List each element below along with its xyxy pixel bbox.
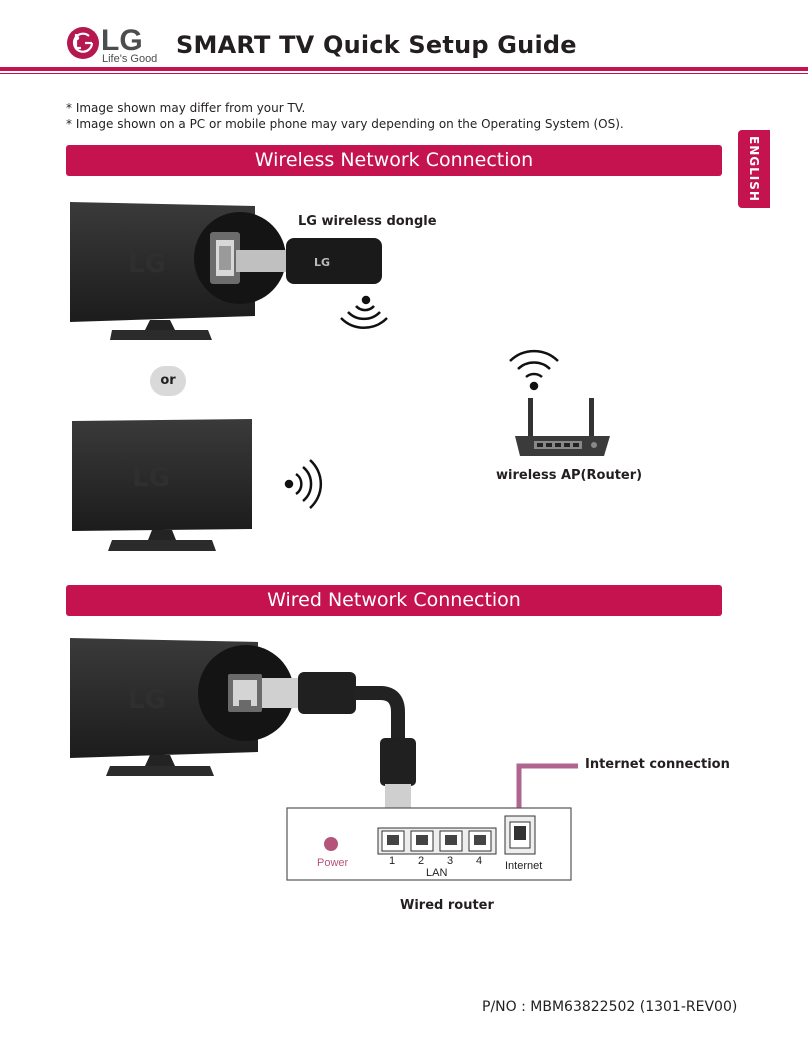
tv-icon: LG	[72, 419, 252, 551]
page-title: SMART TV Quick Setup Guide	[176, 31, 577, 59]
or-badge: or	[150, 366, 186, 396]
usb-dongle-icon: LG	[236, 238, 382, 284]
lan-port-zoom-icon	[198, 645, 294, 741]
lan-port-socket	[387, 835, 399, 845]
wired-router-icon	[286, 807, 572, 881]
ethernet-cable-icon	[262, 672, 416, 814]
wifi-signal-icon	[509, 349, 559, 391]
svg-text:LG: LG	[132, 463, 170, 493]
dongle-label: LG wireless dongle	[298, 214, 437, 229]
lan-port-socket	[416, 835, 428, 845]
lan-port-socket	[474, 835, 486, 845]
lan-port-socket	[445, 835, 457, 845]
lg-logo-icon	[67, 27, 99, 59]
power-label: Power	[317, 857, 349, 869]
internet-cable-icon	[516, 763, 578, 812]
disclaimer-note: * Image shown may differ from your TV.	[66, 101, 306, 115]
lan-label: LAN	[426, 867, 448, 879]
header-rule-thin	[0, 73, 808, 74]
disclaimer-note: * Image shown on a PC or mobile phone ma…	[66, 117, 624, 131]
wifi-signal-icon	[284, 459, 323, 509]
wired-router-label: Wired router	[400, 898, 494, 913]
internet-connection-label: Internet connection	[585, 757, 730, 772]
section-title-wired: Wired Network Connection	[66, 585, 722, 616]
header-rule	[0, 67, 808, 71]
lan-port-number: 3	[447, 855, 454, 867]
internet-port-label: Internet	[505, 860, 543, 872]
wireless-router-icon	[515, 398, 610, 456]
logo-slogan: Life's Good	[102, 53, 158, 65]
section-title-wireless: Wireless Network Connection	[66, 145, 722, 176]
logo-wordmark: LG	[101, 24, 143, 57]
language-tab: ENGLISH	[738, 130, 770, 208]
svg-text:LG: LG	[128, 685, 166, 715]
svg-text:LG: LG	[128, 249, 166, 279]
wireless-ap-label: wireless AP(Router)	[496, 468, 643, 483]
wifi-signal-icon	[340, 295, 388, 329]
lan-port-number: 2	[418, 855, 425, 867]
lan-port-number: 1	[389, 855, 396, 867]
part-number: P/NO : MBM63822502 (1301-REV00)	[482, 999, 738, 1015]
lan-port-number: 4	[476, 855, 483, 867]
svg-text:LG: LG	[314, 256, 330, 269]
